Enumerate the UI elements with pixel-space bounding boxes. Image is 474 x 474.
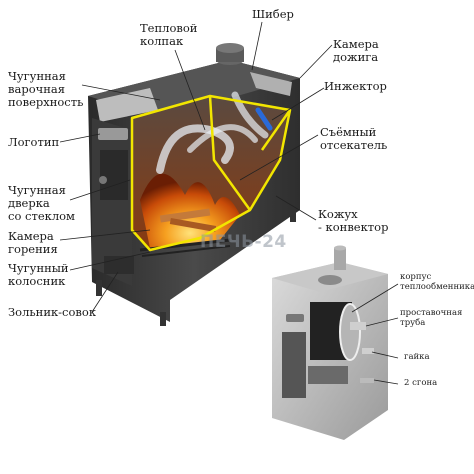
label-afterburn-chamber: Камера дожига (333, 37, 379, 64)
label-logo: Логотип (8, 135, 60, 149)
watermark: ПЕЧЬ-24 (200, 232, 287, 252)
label-casing-convector: Кожух - конвектор (318, 207, 389, 234)
main-stove (88, 43, 300, 326)
label-cast-iron-door-glass: Чугунная дверка со стеклом (8, 183, 75, 223)
door-knob-icon (99, 176, 107, 184)
smoke-swirls (156, 91, 269, 174)
spacer-pipe-shape (350, 322, 366, 330)
label-nut: гайка (404, 352, 430, 362)
nipple-shape (360, 378, 374, 383)
small-stove (272, 245, 388, 440)
label-two-nipples: 2 сгона (404, 378, 438, 388)
nut-shape (362, 348, 374, 354)
door-frame (100, 150, 128, 200)
logo-plate (98, 128, 128, 140)
label-ash-drawer: Зольник-совок (8, 305, 97, 319)
label-injector: Инжектор (324, 79, 387, 93)
label-cast-iron-grate: Чугунный колосник (8, 261, 69, 288)
label-combustion-chamber: Камера горения (8, 229, 58, 256)
leader-lines (59, 21, 399, 385)
label-cast-iron-cooktop: Чугунная варочная поверхность (8, 69, 84, 109)
cutaway-outline (130, 94, 292, 252)
heat-exchanger-cylinder (339, 303, 361, 361)
injector-nozzle (255, 107, 273, 131)
firewood-log (169, 218, 217, 232)
label-heat-cap: Тепловой колпак (140, 21, 198, 48)
label-spacer-pipe: проставочная труба (400, 308, 463, 328)
label-removable-cutter: Съёмный отсекатель (320, 125, 388, 152)
small-stove-door (282, 332, 306, 398)
label-damper: Шибер (252, 7, 294, 21)
label-heat-exchanger-body: корпус теплообменника (400, 272, 474, 292)
